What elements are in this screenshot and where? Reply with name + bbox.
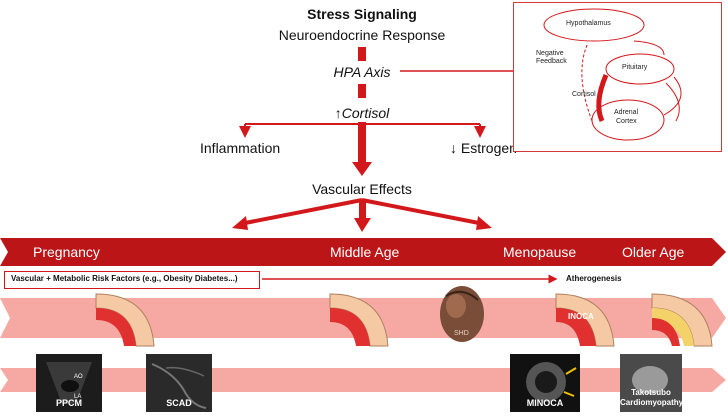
- heart-label: SHD: [454, 330, 469, 337]
- vessel-older-age: [651, 293, 713, 347]
- scad-label: SCAD: [166, 398, 192, 408]
- hpa-inset-shapes: [543, 8, 682, 141]
- cortisol-down-arrow: [358, 122, 366, 164]
- estrogen-label: ↓ Estrogen: [450, 140, 517, 156]
- inflammation-label: Inflammation: [200, 140, 281, 156]
- echo-ao: AO: [74, 374, 83, 380]
- inset-feedback-1: Negative: [536, 50, 564, 57]
- minoca-image: MINOCA: [510, 354, 580, 412]
- cortisol-label: ↑Cortisol: [334, 105, 390, 121]
- subtitle: Neuroendocrine Response: [278, 27, 446, 43]
- stage-older-age: Older Age: [622, 244, 685, 260]
- heart-image: [440, 286, 484, 342]
- ppcm-image: AO LA PPCM: [36, 354, 102, 412]
- inset-feedback-2: Feedback: [536, 58, 567, 65]
- stage-middle-age: Middle Age: [330, 244, 400, 260]
- risk-factors-text: Vascular + Metabolic Risk Factors (e.g.,…: [11, 274, 238, 283]
- vascular-arrow-right: [476, 216, 492, 230]
- connector-bar-2: [358, 84, 366, 98]
- minoca-label: MINOCA: [526, 398, 564, 408]
- vascular-arrow-left: [232, 216, 248, 230]
- vessel-pregnancy: [95, 293, 155, 347]
- inset-adrenal-1: Adrenal: [614, 109, 639, 116]
- vascular-effects-label: Vascular Effects: [312, 181, 412, 197]
- ppcm-label: PPCM: [55, 398, 82, 408]
- inset-cortisol: Cortisol: [572, 91, 596, 98]
- timeline-bar: [0, 238, 726, 266]
- inset-pituitary: Pituitary: [622, 64, 648, 71]
- vascular-arrow-center: [354, 218, 371, 232]
- takotsubo-image: Takotsubo Cardiomyopathy: [620, 354, 682, 412]
- atherogenesis-label: Atherogenesis: [566, 274, 622, 283]
- vessel-menopause: [555, 293, 615, 347]
- stage-pregnancy: Pregnancy: [33, 244, 100, 260]
- hpa-inset: Hypothalamus Pituitary Adrenal Cortex Co…: [513, 2, 722, 152]
- takotsubo-label-2: Cardiomyopathy: [620, 398, 682, 407]
- risk-factors-box: Vascular + Metabolic Risk Factors (e.g.,…: [4, 271, 260, 289]
- connector-bar-1: [358, 47, 366, 61]
- title: Stress Signaling: [307, 6, 417, 22]
- scad-image: SCAD: [146, 354, 212, 412]
- inset-hypothalamus: Hypothalamus: [566, 20, 611, 27]
- hpa-axis-label: HPA Axis: [333, 64, 391, 80]
- inoca-label: INOCA: [568, 312, 594, 321]
- takotsubo-label-1: Takotsubo: [631, 388, 671, 397]
- stage-menopause: Menopause: [503, 244, 577, 260]
- inset-adrenal-2: Cortex: [616, 118, 637, 125]
- image-band: [0, 368, 726, 392]
- echo-la: LA: [74, 394, 82, 400]
- vessel-middle-age: [329, 293, 389, 347]
